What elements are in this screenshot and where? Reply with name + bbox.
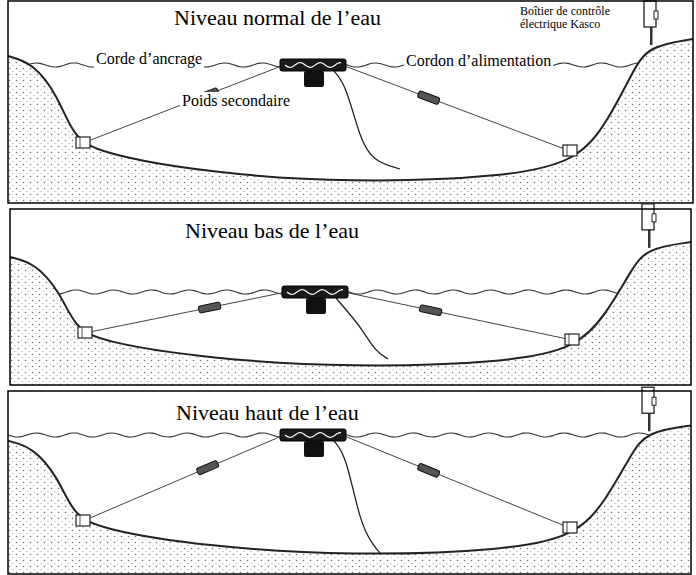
part-label: Boîtier de contrôle électrique Kasco (518, 5, 640, 31)
anchor-block-detail (82, 327, 83, 338)
anchor-rope (342, 435, 570, 528)
anchor-rope (342, 65, 570, 151)
part-label: Corde d’ancrage (94, 50, 204, 68)
aerator-float (280, 429, 346, 441)
anchor-block (563, 522, 577, 533)
panel-frame (10, 209, 691, 385)
anchor-rope (83, 435, 284, 521)
float-stripe (285, 63, 341, 68)
anchor-block-detail (569, 334, 570, 345)
aerator-motor (306, 298, 326, 314)
panel-title: Niveau bas de l’eau (183, 219, 361, 243)
float-stripe (285, 433, 341, 438)
panel-frame (8, 391, 691, 574)
secondary-weight (417, 463, 440, 478)
panel-title: Niveau normal de l’eau (172, 6, 383, 30)
water-surface (8, 433, 688, 437)
anchor-block (78, 327, 92, 338)
anchor-rope (85, 292, 286, 333)
anchor-block-detail (567, 145, 568, 156)
anchor-block (565, 334, 579, 345)
power-cord (334, 441, 380, 553)
control-post (648, 230, 651, 248)
panel-drawing (8, 1, 693, 203)
panel-drawing (8, 387, 691, 574)
control-post (650, 27, 653, 45)
panel-title: Niveau haut de l’eau (174, 401, 361, 425)
part-label: Poids secondaire (180, 92, 292, 110)
control-post (648, 413, 651, 431)
anchor-block (76, 515, 90, 526)
anchor-block-detail (80, 137, 81, 148)
anchor-block-detail (80, 515, 81, 526)
control-box-switch (652, 214, 656, 222)
aerator-float (282, 286, 348, 298)
pond-bed-edge (10, 242, 691, 365)
anchor-block (563, 145, 577, 156)
secondary-weight (196, 460, 219, 475)
panel-drawing (10, 204, 691, 385)
control-box-switch (652, 397, 656, 405)
secondary-weight (417, 91, 440, 105)
pond-bed-edge (8, 425, 691, 553)
control-box-switch (654, 11, 658, 19)
secondary-weight (198, 302, 221, 313)
part-label: Cordon d’alimentation (404, 52, 553, 70)
pond-bed (10, 242, 691, 385)
anchor-block-detail (567, 522, 568, 533)
aerator-motor (304, 441, 324, 457)
pond-bed (8, 425, 691, 574)
anchor-rope (344, 292, 572, 340)
secondary-weight (419, 305, 442, 316)
power-cord (336, 298, 388, 359)
pond-bed-edge (8, 39, 693, 180)
aerator-float (280, 59, 346, 71)
float-stripe (287, 290, 343, 295)
pond-bed (8, 39, 693, 203)
anchor-block (76, 137, 90, 148)
power-cord (334, 71, 400, 169)
panel-frame (8, 1, 693, 203)
aerator-motor (304, 71, 324, 87)
